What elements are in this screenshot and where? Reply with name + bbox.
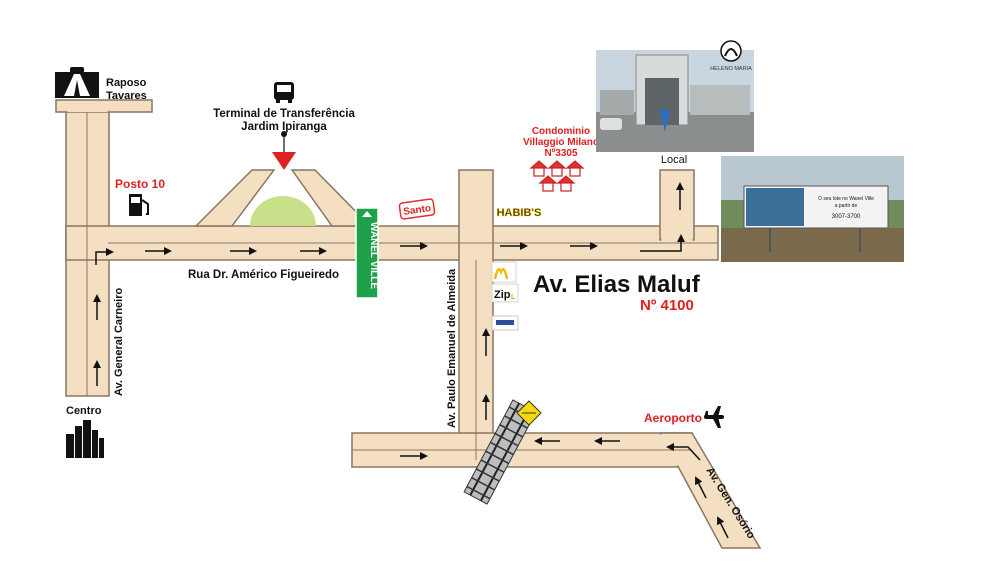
street-americo-figueiredo: Rua Dr. Américo Figueiredo: [188, 269, 339, 281]
condominio-line3: Nº3305: [544, 148, 578, 159]
zip-logo: Zip L: [491, 283, 519, 303]
billboard-photo: O seu lote no Wanel Ville a partir de 30…: [721, 156, 904, 262]
fuel-pump-icon: [129, 194, 149, 216]
svg-text:L: L: [511, 294, 516, 301]
svg-text:Zip: Zip: [494, 289, 511, 301]
destination-avenue: Av. Elias Maluf: [533, 271, 701, 298]
svg-text:HELENO MARIA: HELENO MARIA: [710, 66, 752, 72]
house-icon: [529, 160, 585, 192]
habibs-logo: HABIB'S: [496, 207, 542, 220]
svg-text:a partir de: a partir de: [835, 203, 858, 209]
aeroporto-label: Aeroporto: [644, 411, 702, 425]
wanel-ville-label: WANEL VILLE: [368, 222, 379, 289]
terminal-label-line2: Jardim Ipiranga: [241, 121, 327, 133]
svg-text:O seu lote no Wanel Ville: O seu lote no Wanel Ville: [818, 196, 874, 202]
centro-label: Centro: [66, 405, 102, 417]
terminal-label-line1: Terminal de Transferência: [213, 108, 355, 120]
raposo-label: Raposo: [106, 77, 147, 89]
heleno-maria-logo: HELENO MARIA: [710, 40, 752, 72]
road-triangle-left: [194, 169, 276, 227]
bus-icon: [274, 82, 294, 103]
park-area: [250, 196, 316, 226]
shop-sign-icon: [491, 315, 519, 331]
location-marker-icon: [272, 131, 296, 170]
local-label: Local: [661, 154, 687, 166]
santo-logo: Santo: [398, 198, 436, 220]
svg-text:HABIB'S: HABIB'S: [497, 207, 542, 219]
condominio-line2: Villaggio Milano: [523, 137, 599, 148]
street-paulo-emanuel: Av. Paulo Emanuel de Almeida: [446, 268, 458, 428]
railway-warning-sign-icon: [516, 400, 542, 426]
mcdonalds-icon: [491, 261, 517, 283]
svg-text:3007-3700: 3007-3700: [832, 214, 861, 220]
tavares-label: Tavares: [106, 90, 147, 102]
wanel-ville-sign: [355, 207, 379, 299]
city-skyline-icon: [66, 420, 104, 458]
posto-label: Posto 10: [115, 177, 165, 191]
gate-photo: [596, 50, 754, 152]
airplane-icon: [704, 406, 724, 428]
svg-text:Santo: Santo: [403, 203, 432, 218]
condominio-line1: Condominio: [532, 126, 590, 137]
highway-icon: [55, 67, 99, 98]
street-general-carneiro: Av. General Carneiro: [113, 288, 125, 396]
destination-number: Nº 4100: [640, 297, 694, 314]
direction-arrows: [93, 182, 729, 539]
